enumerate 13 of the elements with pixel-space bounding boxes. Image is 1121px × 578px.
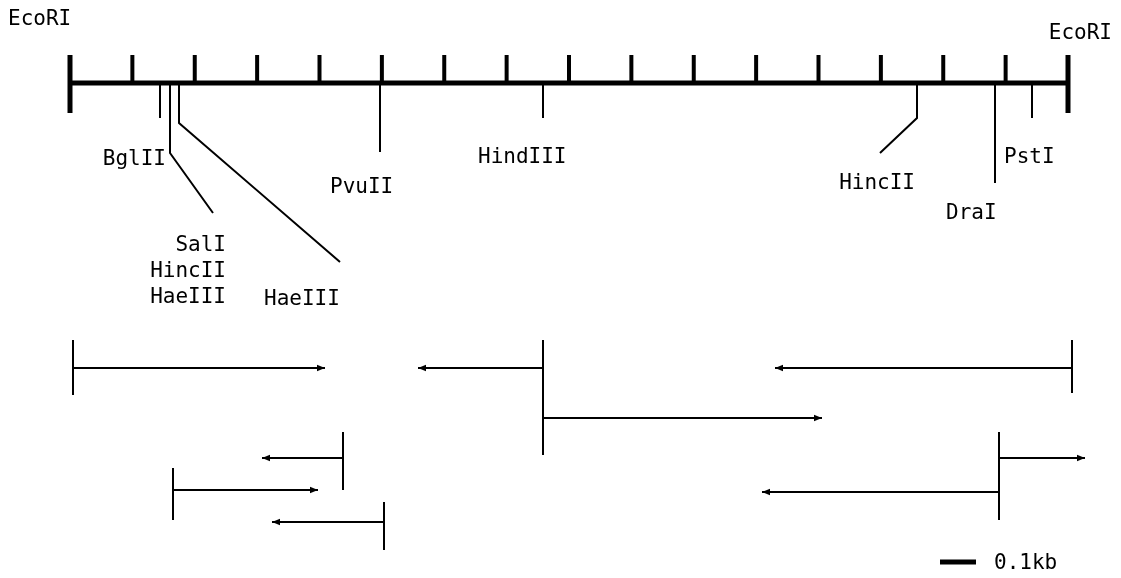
scale-label: 0.1kb xyxy=(994,550,1058,574)
enzyme-label: PstI xyxy=(1004,144,1055,168)
enzyme-label: BglII xyxy=(102,146,166,170)
enzyme-label: HincII xyxy=(150,258,226,282)
enzyme-label: EcoRI xyxy=(8,6,72,30)
enzyme-label: HaeIII xyxy=(150,284,226,308)
enzyme-label: HaeIII xyxy=(264,286,340,310)
enzyme-label: DraI xyxy=(946,200,997,224)
enzyme-label: PvuII xyxy=(330,174,394,198)
enzyme-label: HincII xyxy=(839,170,915,194)
enzyme-label: HindIII xyxy=(478,144,567,168)
enzyme-label: SalI xyxy=(175,232,226,256)
enzyme-label: EcoRI xyxy=(1048,20,1112,44)
